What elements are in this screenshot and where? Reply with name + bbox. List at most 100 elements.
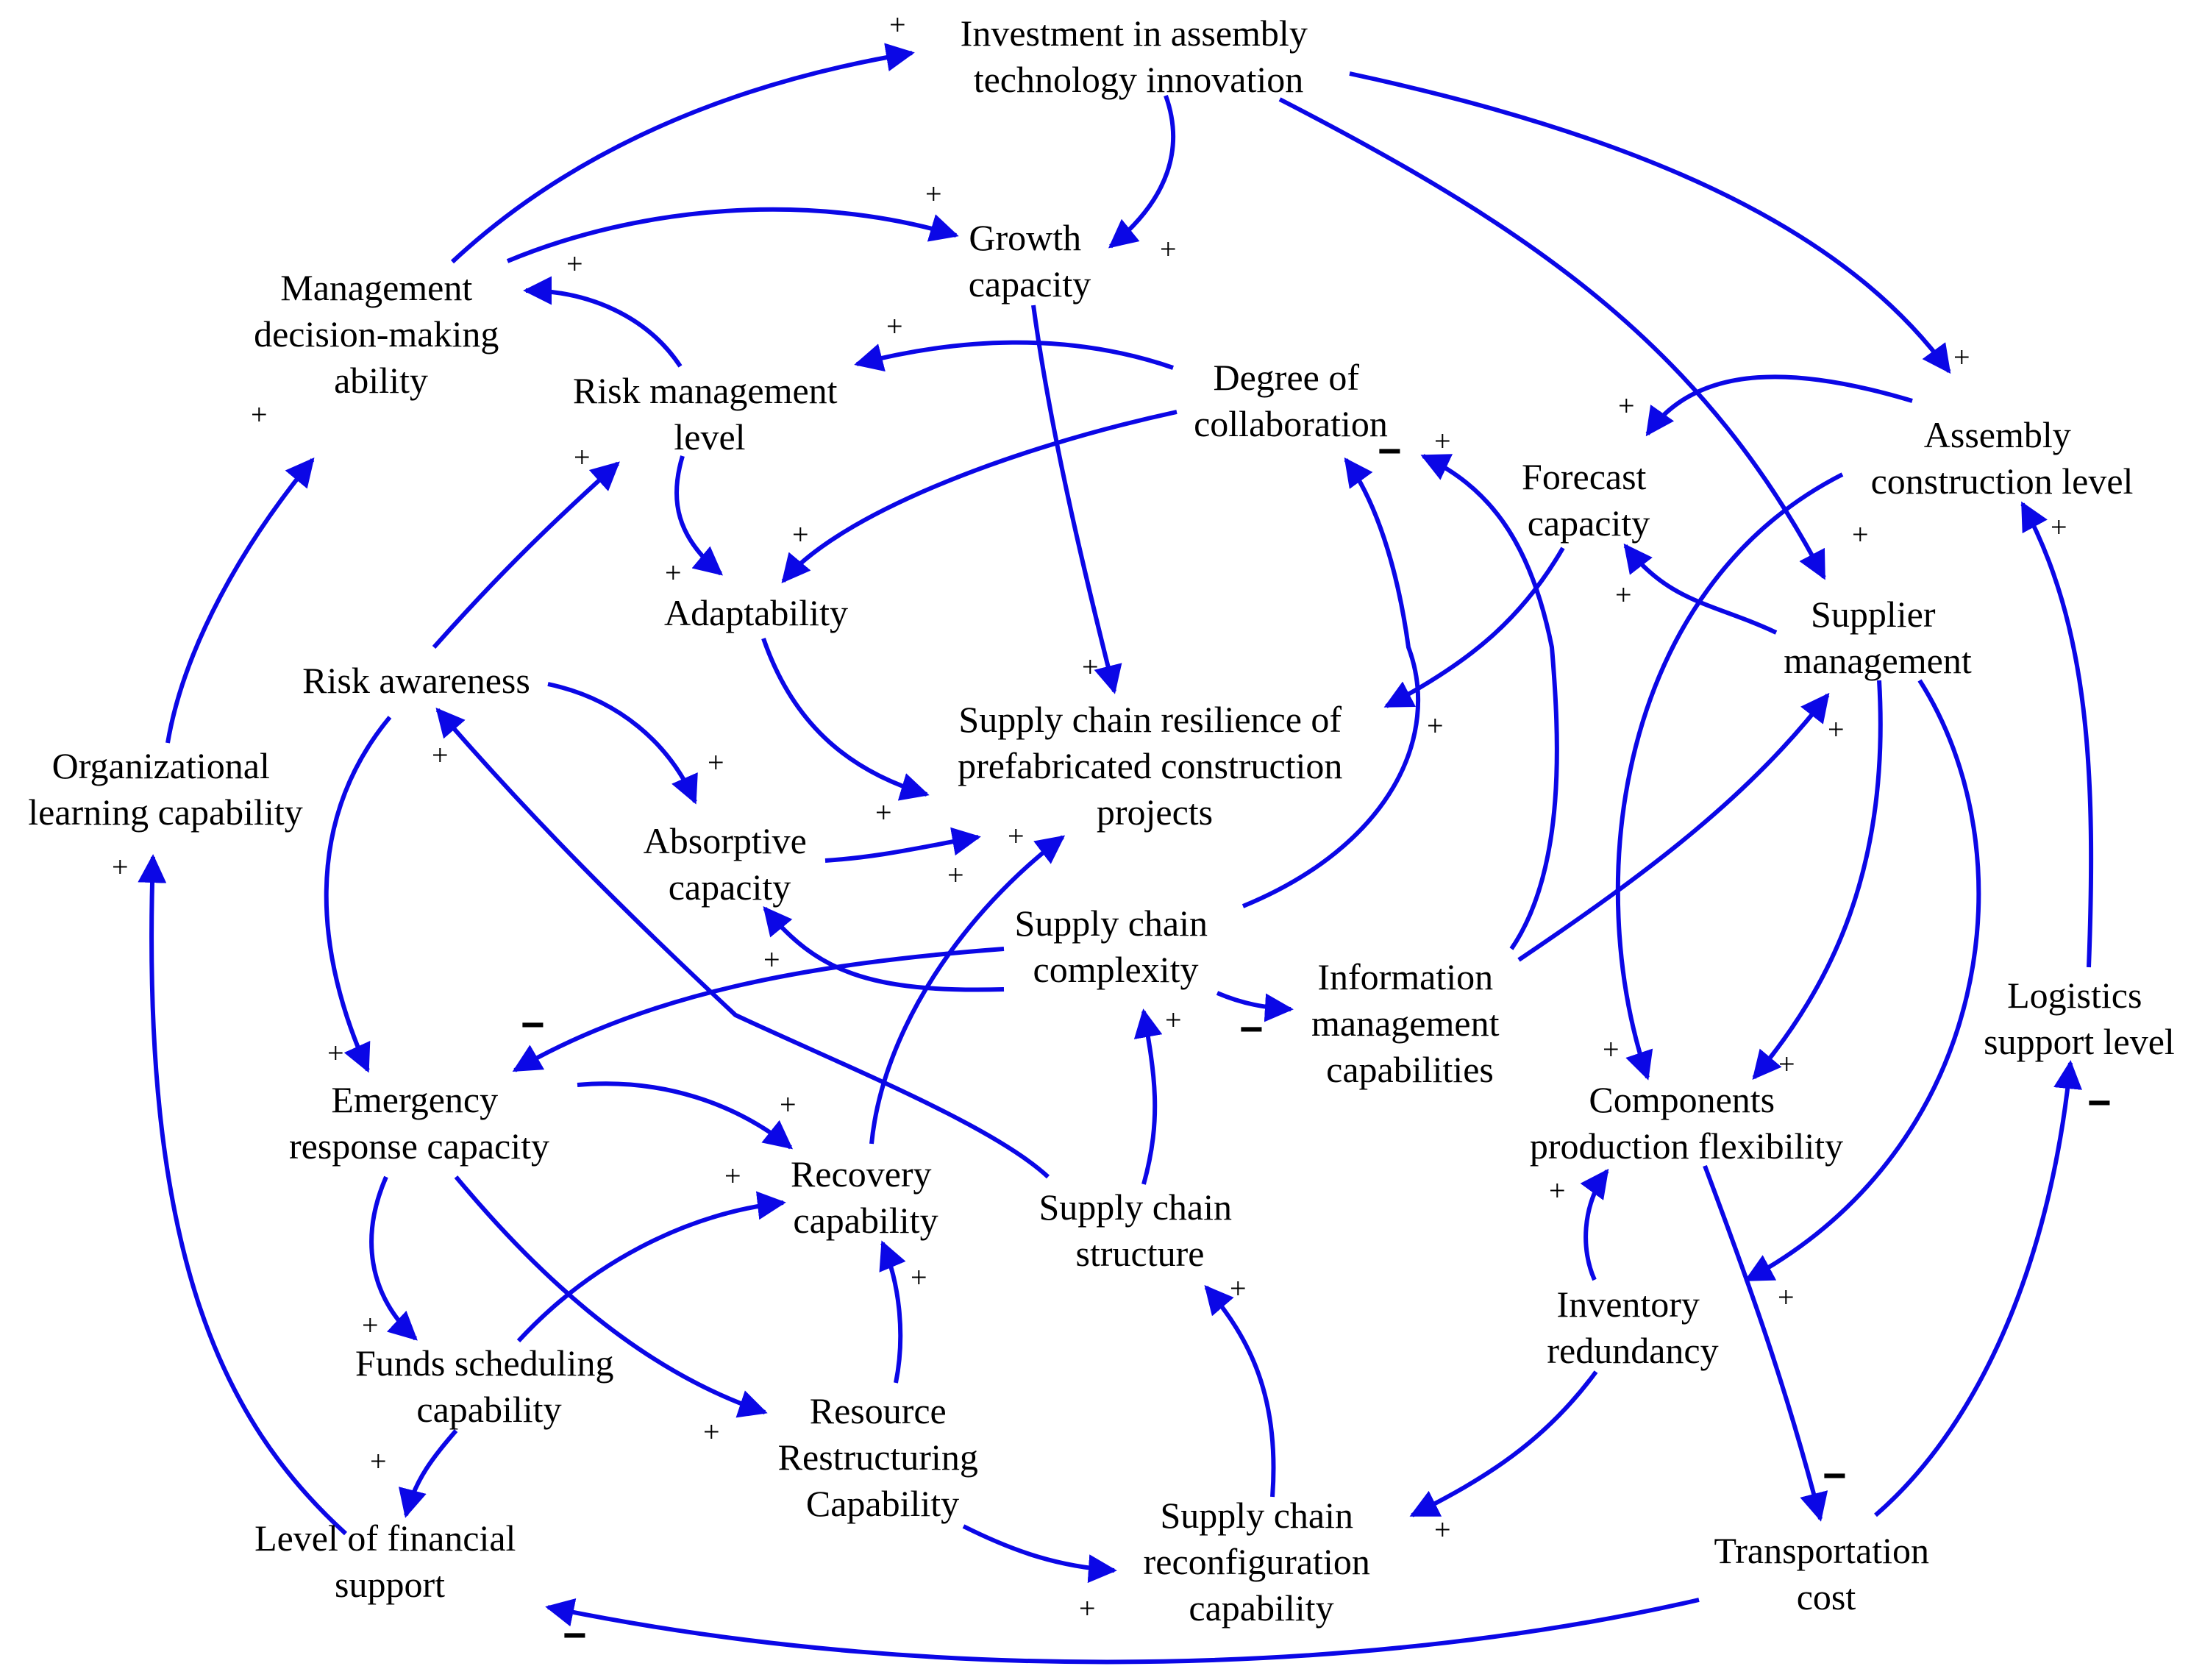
link-funds-financial xyxy=(398,1429,458,1518)
link-assembly-forecast xyxy=(1645,374,1913,437)
node-risk-awareness[interactable]: Risk awareness xyxy=(302,660,530,701)
node-transportation-cost[interactable]: Transportation cost xyxy=(1714,1530,1938,1617)
link-components-transport xyxy=(1703,1164,1828,1522)
link-investment-growth xyxy=(1108,94,1176,249)
node-logistics-support-level[interactable]: Logistics support level xyxy=(1984,975,2175,1062)
polarity-supplier-transport: + xyxy=(1778,1281,1795,1314)
polarity-structure-complexity: + xyxy=(1165,1003,1182,1036)
polarity-components-transport: − xyxy=(1823,1452,1847,1498)
link-assembly-components xyxy=(1615,472,1844,1081)
node-resource-restructuring[interactable]: Resource Restructuring Capability xyxy=(778,1390,988,1524)
polarity-investment-growth: + xyxy=(1160,232,1177,266)
node-organizational-learning[interactable]: Organizational learning capability xyxy=(28,745,302,833)
node-adaptability[interactable]: Adaptability xyxy=(664,592,848,633)
polarity-riskmgmt-management: + xyxy=(566,247,583,280)
link-complexity-absorptive xyxy=(763,905,1005,992)
node-risk-management-level[interactable]: Risk management level xyxy=(573,370,847,458)
link-structure-riskawareness xyxy=(435,708,1050,1179)
link-logistics-assembly xyxy=(2020,501,2094,968)
node-supply-chain-complexity[interactable]: Supply chain complexity xyxy=(1015,903,1217,990)
polarity-investment-assembly: + xyxy=(1953,341,1970,374)
node-investment[interactable]: Investment in assembly technology innova… xyxy=(961,13,1317,100)
polarity-funds-financial: + xyxy=(370,1445,387,1478)
node-degree-of-collaboration[interactable]: Degree of collaboration xyxy=(1194,357,1388,444)
node-management[interactable]: Management decision-making ability xyxy=(254,267,508,401)
link-resource-recovery xyxy=(879,1240,906,1384)
polarity-inventory-reconfig: + xyxy=(1434,1513,1451,1546)
link-growth-resilience xyxy=(1031,305,1122,694)
polarity-financial-orglearning: + xyxy=(112,850,129,883)
link-collaboration-riskmgmt xyxy=(854,340,1174,372)
link-adaptability-resilience xyxy=(761,638,930,801)
polarity-collaboration-riskmgmt: + xyxy=(886,310,903,343)
node-reconfiguration-capability[interactable]: Supply chain reconfiguration capability xyxy=(1144,1495,1380,1629)
link-financial-orglearning xyxy=(138,854,348,1536)
polarity-assembly-components: + xyxy=(1603,1033,1620,1066)
polarity-complexity-emergency: − xyxy=(521,1001,545,1047)
polarity-riskmgmt-adaptability: + xyxy=(665,556,682,589)
polarity-layer: + + + + + + + + + + + + + + + + + + + + … xyxy=(112,8,2112,1658)
polarity-complexity-collaboration: − xyxy=(1378,427,1402,474)
node-forecast-capacity[interactable]: Forecast capacity xyxy=(1522,456,1656,544)
polarity-riskawareness-emergency: + xyxy=(327,1036,344,1069)
node-growth[interactable]: Growth capacity xyxy=(969,217,1091,305)
polarity-management-investment: + xyxy=(889,8,906,41)
link-riskmgmt-management xyxy=(523,276,683,368)
link-absorptive-resilience xyxy=(824,827,981,863)
polarity-info-supplier: + xyxy=(1828,713,1845,746)
polarity-recovery-resilience: + xyxy=(1008,819,1025,853)
polarity-riskawareness-riskmgmt: + xyxy=(574,441,591,474)
polarity-info-collaboration: + xyxy=(1434,424,1451,458)
node-supply-chain-resilience[interactable]: Supply chain resilience of prefabricated… xyxy=(958,699,1352,833)
polarity-emergency-funds: + xyxy=(362,1309,379,1342)
link-forecast-resilience xyxy=(1383,547,1565,708)
node-emergency-response[interactable]: Emergency response capacity xyxy=(289,1079,549,1167)
link-recovery-resilience xyxy=(869,835,1066,1145)
link-investment-assembly xyxy=(1349,71,1951,374)
polarity-investment-supplier: + xyxy=(1852,518,1869,551)
link-inventory-components xyxy=(1580,1168,1609,1281)
link-orglearning-management xyxy=(165,457,315,744)
polarity-transport-logistics: − xyxy=(2087,1079,2112,1125)
polarity-structure-riskawareness: + xyxy=(432,738,449,772)
link-collaboration-adaptability xyxy=(781,410,1178,583)
polarity-resource-recovery: + xyxy=(911,1261,927,1294)
node-assembly-construction-level[interactable]: Assembly construction level xyxy=(1871,414,2134,502)
link-riskawareness-emergency xyxy=(324,716,392,1073)
polarity-assembly-forecast: + xyxy=(1618,389,1635,422)
polarity-resource-reconfig: + xyxy=(1079,1592,1096,1625)
polarity-complexity-info: − xyxy=(1239,1005,1264,1052)
node-financial-support[interactable]: Level of financial support xyxy=(254,1517,525,1605)
node-absorptive-capacity[interactable]: Absorptive capacity xyxy=(644,820,816,908)
link-complexity-info xyxy=(1216,991,1294,1022)
polarity-logistics-assembly: + xyxy=(2051,510,2067,544)
link-management-investment xyxy=(450,43,915,264)
polarity-adaptability-resilience: + xyxy=(875,796,892,829)
link-supplier-forecast xyxy=(1623,543,1778,635)
node-funds-scheduling[interactable]: Funds scheduling capability xyxy=(355,1342,623,1430)
link-emergency-recovery xyxy=(577,1081,794,1150)
link-complexity-collaboration xyxy=(1241,457,1420,908)
node-information-management[interactable]: Information management capabilities xyxy=(1311,956,1508,1090)
node-supplier-management[interactable]: Supplier management xyxy=(1784,594,1972,681)
link-emergency-resource xyxy=(454,1175,768,1418)
node-recovery-capability[interactable]: Recovery capability xyxy=(791,1153,941,1241)
link-resource-reconfig xyxy=(962,1524,1117,1584)
polarity-collaboration-adaptability: + xyxy=(792,518,809,551)
link-info-collaboration xyxy=(1420,454,1559,950)
link-supplier-transport xyxy=(1744,679,1981,1282)
link-inventory-reconfig xyxy=(1409,1370,1598,1517)
link-structure-complexity xyxy=(1133,1008,1163,1185)
link-management-growth xyxy=(506,207,959,263)
link-complexity-emergency xyxy=(512,947,1005,1072)
link-riskawareness-absorptive xyxy=(547,682,698,805)
link-transport-financial xyxy=(545,1598,1700,1665)
node-components-flexibility[interactable]: Components production flexibility xyxy=(1530,1079,1843,1167)
polarity-reconfig-structure: + xyxy=(1230,1272,1247,1305)
node-inventory-redundancy[interactable]: Inventory redundancy xyxy=(1547,1284,1718,1371)
polarity-transport-financial: − xyxy=(563,1612,587,1658)
polarity-growth-resilience: + xyxy=(1082,650,1099,683)
node-supply-chain-structure[interactable]: Supply chain structure xyxy=(1039,1186,1241,1274)
link-reconfig-structure xyxy=(1204,1285,1276,1498)
